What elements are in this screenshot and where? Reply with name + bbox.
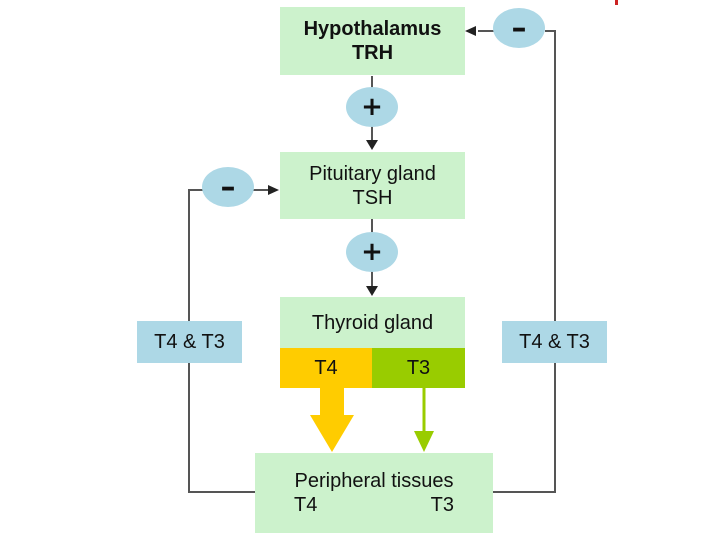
thyroid-box: Thyroid gland	[280, 297, 465, 348]
thyroid-t3-label: T3	[406, 356, 431, 379]
t3-arrowhead	[414, 431, 434, 452]
corner-mark	[615, 0, 618, 5]
inhibit-pituitary-sign: –	[202, 167, 254, 207]
hypothalamus-title: Hypothalamus	[303, 18, 442, 40]
peripheral-from-label: T4	[294, 494, 318, 516]
t4-arrow	[310, 387, 354, 452]
right-feedback-loop	[493, 30, 556, 493]
inhibit-hypothalamus-sign: –	[493, 8, 545, 48]
pituitary-hormone: TSH	[352, 186, 393, 209]
thyroid-t4-label: T4	[314, 356, 338, 379]
hypothalamus-hormone: TRH	[351, 42, 394, 64]
arrowhead-right-feedback	[465, 26, 476, 36]
pituitary-box: Pituitary gland TSH	[280, 152, 465, 219]
stimulate-pituitary-sign: +	[346, 87, 398, 127]
thyroid-t3-segment: T3	[372, 348, 465, 388]
left-feedback-label: T4 & T3	[154, 330, 225, 353]
hypothalamus-box: Hypothalamus TRH	[280, 7, 465, 75]
peripheral-title: Peripheral tissues	[294, 470, 454, 492]
peripheral-box: Peripheral tissues T4 T3	[255, 453, 493, 533]
thyroid-title: Thyroid gland	[311, 311, 434, 334]
pituitary-title: Pituitary gland	[309, 162, 436, 185]
left-feedback-label-box: T4 & T3	[137, 321, 242, 363]
peripheral-to-label: T3	[430, 494, 454, 516]
thyroid-t4-segment: T4	[280, 348, 372, 388]
peripheral-conversion: T4 T3	[294, 493, 454, 517]
arrowhead-thy	[366, 286, 378, 296]
right-feedback-label: T4 & T3	[519, 330, 590, 353]
arrowhead-left-feedback	[268, 185, 279, 195]
right-feedback-label-box: T4 & T3	[502, 321, 607, 363]
stimulate-thyroid-sign: +	[346, 232, 398, 272]
arrowhead-pit	[366, 140, 378, 150]
